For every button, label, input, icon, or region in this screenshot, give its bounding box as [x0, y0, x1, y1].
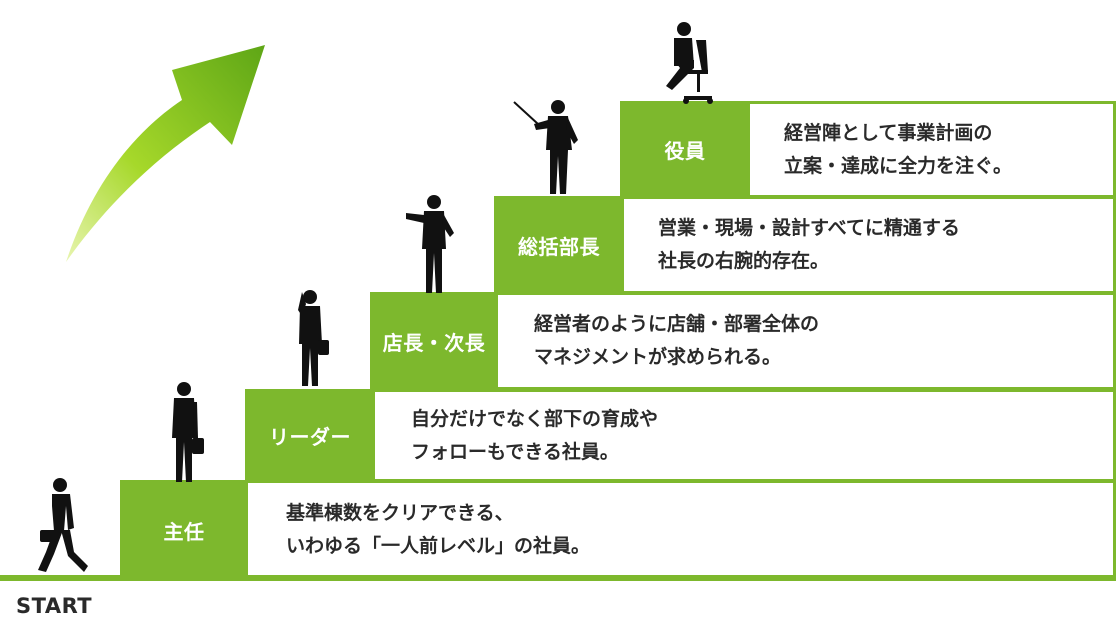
walking-person-icon: [38, 478, 88, 572]
step-desc: 経営陣として事業計画の 立案・達成に全力を注ぐ。: [784, 121, 1013, 177]
step-desc: 経営者のように店舗・部署全体の マネジメントが求められる。: [534, 313, 820, 368]
step-label: リーダー: [245, 389, 375, 482]
phone-person-icon: [298, 290, 329, 386]
step-label: 役員: [620, 101, 750, 198]
pointing-person-icon: [406, 195, 454, 293]
step-label: 店長・次長: [370, 292, 498, 390]
seated-executive-icon: [666, 22, 713, 104]
step-label: 主任: [120, 480, 248, 580]
presenter-person-icon: [513, 100, 578, 194]
green-up-arrow-icon: [66, 45, 265, 262]
step-desc: 基準棟数をクリアできる、 いわゆる「一人前レベル」の社員。: [286, 502, 591, 557]
step-panel: [750, 101, 1116, 198]
ground-line: [0, 575, 1116, 581]
start-label: START: [16, 594, 93, 618]
step-panel: [375, 389, 1116, 482]
step-tencho: 店長・次長 経営者のように店舗・部署全体の マネジメントが求められる。: [370, 292, 1116, 390]
standing-person-briefcase-icon: [172, 382, 204, 482]
step-desc: 営業・現場・設計すべてに精通する 社長の右腕的存在。: [658, 217, 960, 272]
step-yakuin: 役員 経営陣として事業計画の 立案・達成に全力を注ぐ。: [620, 101, 1116, 198]
step-label: 総括部長: [494, 196, 624, 294]
step-panel: [624, 196, 1116, 294]
step-desc: 自分だけでなく部下の育成や フォローもできる社員。: [411, 407, 659, 463]
step-leader: リーダー 自分だけでなく部下の育成や フォローもできる社員。: [245, 389, 1116, 482]
step-shunin: 主任 基準棟数をクリアできる、 いわゆる「一人前レベル」の社員。: [120, 480, 1116, 580]
step-sokatsu-bucho: 総括部長 営業・現場・設計すべてに精通する 社長の右腕的存在。: [494, 196, 1116, 294]
